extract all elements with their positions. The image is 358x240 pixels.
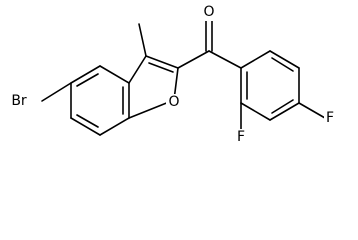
bond-c4p-f [298, 102, 326, 119]
bond-c3-c2 [145, 55, 179, 69]
difluorophenyl-ring [240, 50, 300, 121]
bond-c2-carbonyl [177, 50, 210, 69]
bond-c6p-c1p [240, 50, 271, 69]
bond-c6-c7 [70, 117, 101, 136]
benzo-ring [70, 65, 130, 136]
bond-c3p-c4p-inner [271, 99, 294, 114]
atom-carbonyl-oxygen: O [201, 4, 217, 21]
fluorine-ortho-label: F [237, 129, 245, 145]
bond-c5-br [41, 82, 72, 102]
bond-c5p-c6p-inner [271, 57, 294, 72]
bond-c3p-c4p [269, 102, 300, 121]
carbonyl-oxygen-label: O [203, 4, 214, 20]
ring-oxygen-label: O [168, 94, 179, 110]
bond-c5p-c6p [269, 50, 300, 69]
bond-c6-c7-inner [76, 114, 99, 128]
atom-ring-oxygen: O [166, 94, 182, 111]
bond-c4-c5-inner [76, 73, 99, 87]
atom-bromine: Br [6, 91, 32, 111]
bond-c3-c2-inner [148, 62, 174, 73]
bond-c3a-c4 [99, 65, 130, 84]
bond-c4-c5 [70, 65, 101, 84]
bond-c3-methyl [138, 23, 147, 57]
molecule-structure: Br O O F F [6, 4, 337, 146]
atom-fluorine-para: F [324, 110, 337, 127]
bond-c2p-c3p [240, 102, 271, 121]
bond-carbonyl-aryl [208, 50, 242, 69]
atom-fluorine-ortho: F [235, 129, 248, 146]
carbonyl-group [177, 19, 242, 69]
bond-c7-c7a [99, 117, 130, 136]
bond-c3a-c3 [128, 55, 147, 84]
bromine-label: Br [11, 93, 27, 109]
fluorine-para-label: F [326, 110, 334, 126]
